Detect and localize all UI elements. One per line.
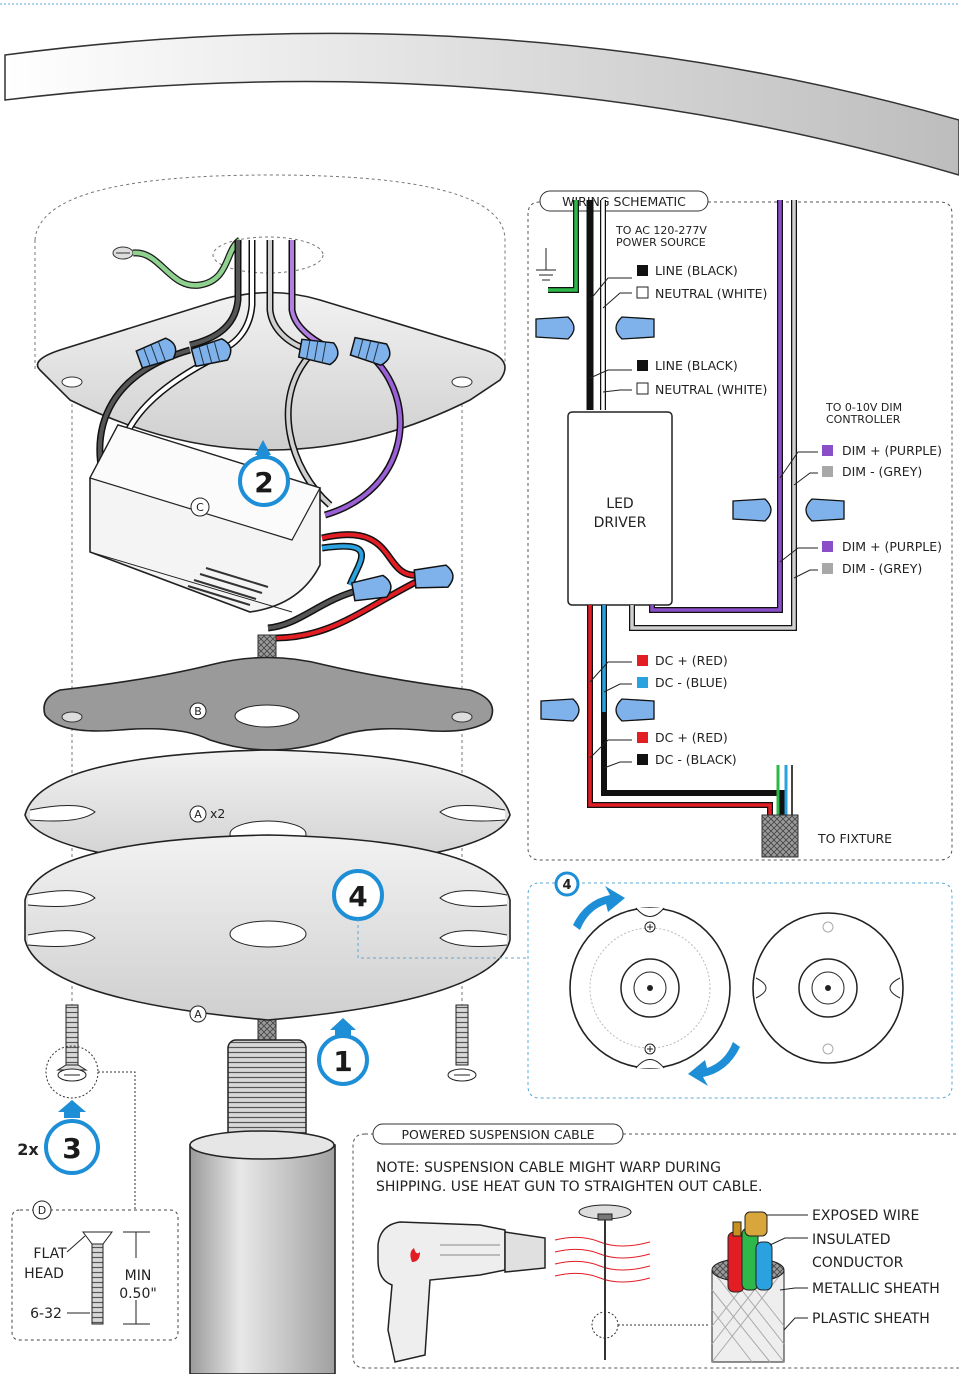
svg-text:POWER SOURCE: POWER SOURCE: [616, 236, 706, 249]
svg-text:DC + (RED): DC + (RED): [655, 730, 728, 745]
svg-text:4: 4: [562, 878, 571, 893]
svg-text:D: D: [38, 1204, 46, 1217]
screw-left-icon: [56, 1004, 88, 1082]
rotation-detail-panel: 4: [527, 871, 953, 1099]
svg-text:DIM + (PURPLE): DIM + (PURPLE): [842, 539, 942, 554]
svg-text:EXPOSED WIRE: EXPOSED WIRE: [812, 1208, 919, 1224]
svg-text:6-32: 6-32: [30, 1306, 62, 1322]
svg-text:DC - (BLACK): DC - (BLACK): [655, 752, 737, 767]
svg-text:CONDUCTOR: CONDUCTOR: [812, 1255, 904, 1271]
svg-text:x2: x2: [210, 806, 225, 821]
step-3-marker: 3 2x: [17, 1100, 100, 1175]
ceiling-band: [4, 32, 959, 176]
wire-nut-icon: [135, 336, 391, 369]
svg-text:SHIPPING. USE HEAT GUN TO STRA: SHIPPING. USE HEAT GUN TO STRAIGHTEN OUT…: [376, 1179, 762, 1195]
svg-text:NEUTRAL (WHITE): NEUTRAL (WHITE): [655, 382, 767, 397]
svg-text:A: A: [194, 808, 202, 821]
mounting-bracket: [43, 656, 494, 751]
svg-text:2x: 2x: [17, 1140, 39, 1159]
svg-text:DIM - (GREY): DIM - (GREY): [842, 464, 922, 479]
svg-text:B: B: [194, 705, 202, 718]
svg-text:A: A: [194, 1008, 202, 1021]
svg-text:MIN: MIN: [125, 1268, 152, 1284]
svg-text:DIM - (GREY): DIM - (GREY): [842, 561, 922, 576]
svg-text:1: 1: [333, 1045, 352, 1078]
suspension-cable-panel: POWERED SUSPENSION CABLE NOTE: SUSPENSIO…: [352, 1123, 959, 1369]
rotate-arrow-icon: [688, 1042, 740, 1086]
svg-text:METALLIC SHEATH: METALLIC SHEATH: [812, 1281, 940, 1297]
svg-text:TO FIXTURE: TO FIXTURE: [817, 831, 892, 846]
svg-text:DC - (BLUE): DC - (BLUE): [655, 675, 728, 690]
cable-cross-section-icon: [711, 1211, 808, 1363]
svg-text:DC + (RED): DC + (RED): [655, 653, 728, 668]
step-4-marker: 4: [332, 869, 528, 959]
step-1-marker: 1: [317, 1018, 369, 1086]
svg-text:2: 2: [254, 466, 273, 499]
svg-text:INSULATED: INSULATED: [812, 1232, 891, 1248]
svg-text:FLAT: FLAT: [33, 1246, 67, 1262]
led-driver-block: [567, 411, 673, 606]
svg-text:LINE (BLACK): LINE (BLACK): [655, 263, 738, 278]
part-label-b: B: [189, 702, 207, 720]
part-label-c: C: [196, 501, 204, 514]
svg-text:PLASTIC SHEATH: PLASTIC SHEATH: [812, 1311, 930, 1327]
heat-gun-icon: [377, 1221, 651, 1363]
led-driver-box: [89, 424, 321, 613]
svg-text:TO 0-10V DIM: TO 0-10V DIM: [825, 401, 902, 414]
cover-plate-lower: [24, 834, 511, 1021]
svg-text:TO AC 120-277V: TO AC 120-277V: [615, 224, 707, 237]
canopy-plate: [36, 291, 506, 451]
svg-text:LINE (BLACK): LINE (BLACK): [655, 358, 738, 373]
svg-text:DIM + (PURPLE): DIM + (PURPLE): [842, 443, 942, 458]
svg-text:C: C: [196, 501, 204, 514]
part-label-a-top: A x2: [189, 805, 225, 823]
hanging-cable-icon: [578, 1204, 710, 1360]
rotate-arrow-icon: [573, 886, 625, 930]
svg-text:4: 4: [348, 880, 367, 913]
fixture-cable: [761, 814, 799, 858]
screw-detail-box: D FLAT HEAD 6-32 MIN 0.50": [11, 1200, 179, 1341]
screw-right-icon: [447, 1004, 477, 1082]
svg-text:POWERED SUSPENSION CABLE: POWERED SUSPENSION CABLE: [401, 1127, 594, 1142]
part-label-a-bottom: A: [189, 1005, 207, 1023]
threaded-fitting: [189, 1039, 336, 1374]
ground-symbol-icon: [536, 248, 556, 281]
ground-screw-icon: [112, 237, 243, 289]
svg-text:LED: LED: [606, 496, 633, 512]
svg-text:WIRING SCHEMATIC: WIRING SCHEMATIC: [562, 194, 686, 209]
svg-text:0.50": 0.50": [119, 1286, 157, 1302]
svg-text:NOTE: SUSPENSION CABLE MIGHT W: NOTE: SUSPENSION CABLE MIGHT WARP DURING: [376, 1160, 721, 1176]
svg-text:3: 3: [62, 1132, 81, 1165]
svg-text:DRIVER: DRIVER: [594, 515, 647, 531]
svg-text:HEAD: HEAD: [24, 1266, 64, 1282]
step-2-marker: 2: [238, 440, 290, 507]
svg-text:NEUTRAL (WHITE): NEUTRAL (WHITE): [655, 286, 767, 301]
wiring-schematic-panel: WIRING SCHEMATIC TO AC 120-277V POWER SO…: [527, 190, 953, 861]
dc-wires: [267, 531, 454, 642]
svg-text:CONTROLLER: CONTROLLER: [826, 413, 901, 426]
